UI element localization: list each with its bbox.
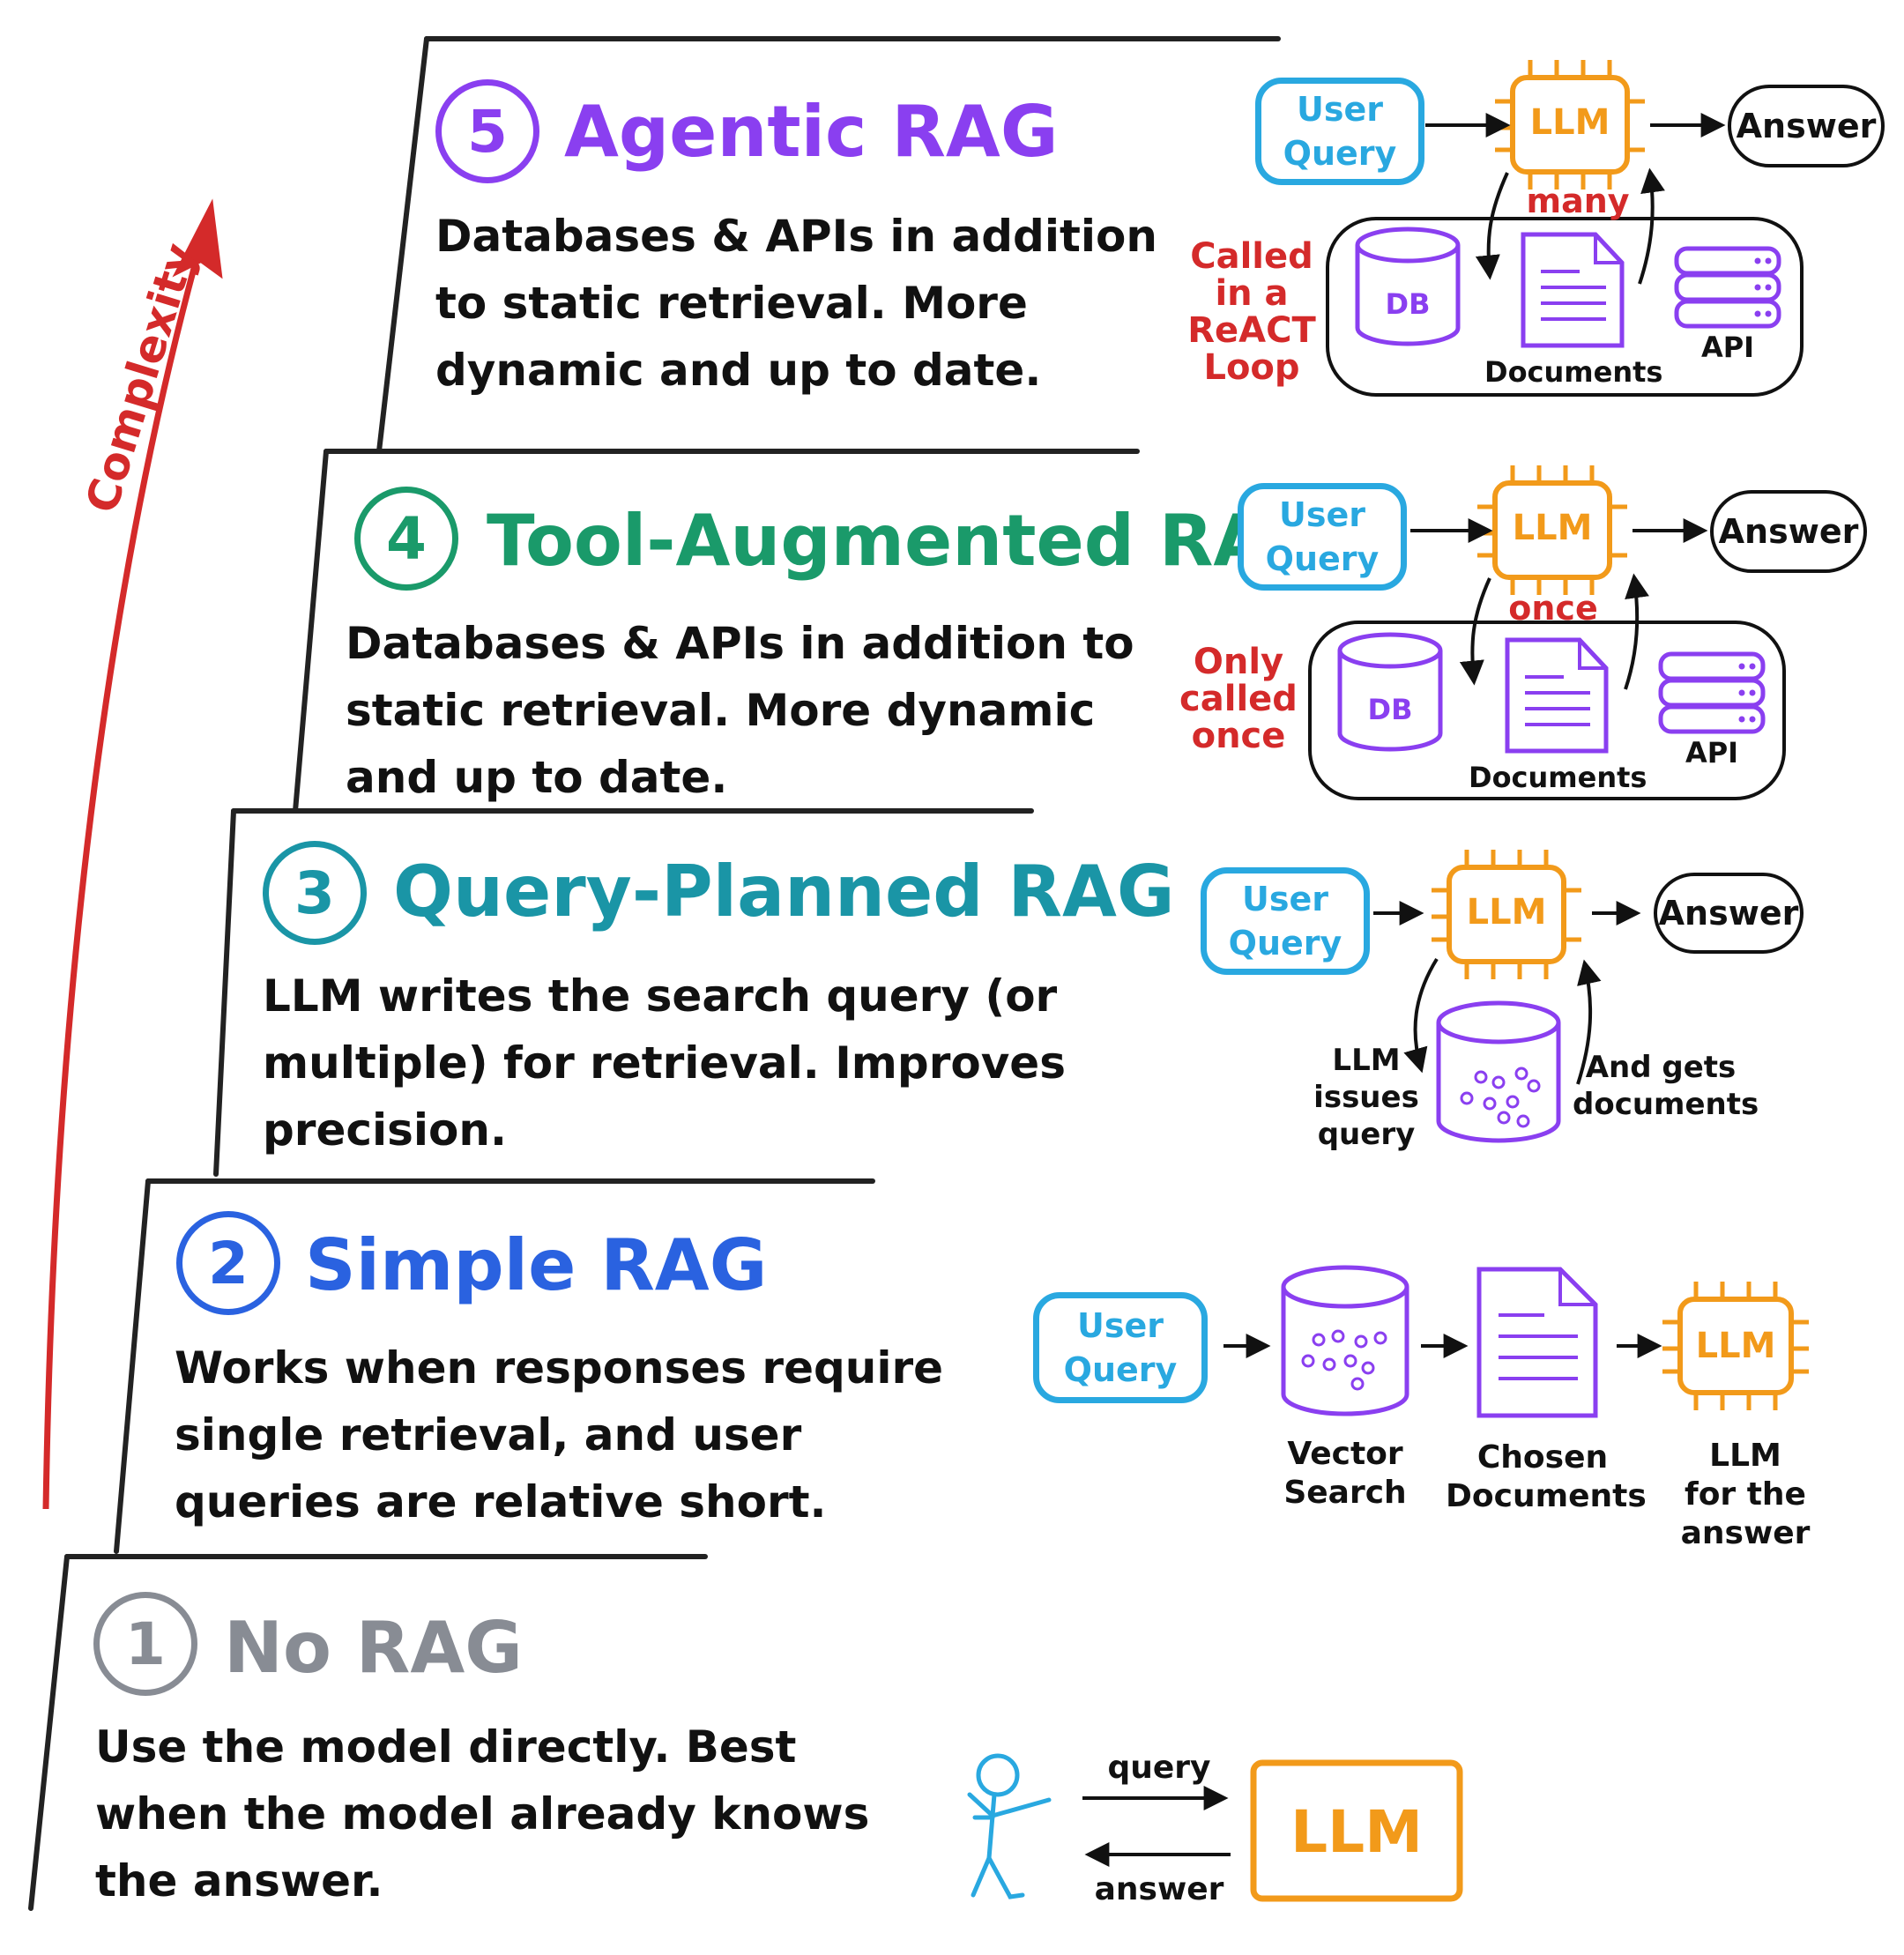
answer-cloud: Answer <box>1728 85 1885 167</box>
level-description: Databases & APIs in addition to static r… <box>435 211 1157 396</box>
level-number-badge: 5 <box>435 79 539 183</box>
api-label: API <box>1685 736 1739 769</box>
db-label: DB <box>1367 693 1413 726</box>
level-title: Agentic RAG <box>564 91 1059 173</box>
llm-chip-label: LLM <box>1695 1326 1776 1366</box>
llm-chip-label: LLM <box>1466 892 1547 933</box>
call-frequency-label: many <box>1526 182 1630 220</box>
answer-arrow-label: answer <box>1094 1871 1224 1907</box>
level-number-badge: 3 <box>263 841 367 945</box>
level-title: Simple RAG <box>305 1224 768 1306</box>
level-title: Query-Planned RAG <box>393 851 1175 933</box>
documents-label: Documents <box>1469 761 1647 794</box>
answer-cloud: Answer <box>1654 873 1804 954</box>
level-title: Tool-Augmented RAG <box>487 500 1326 582</box>
complexity-arrowhead <box>172 198 223 279</box>
llm-box-label: LLM <box>1290 1798 1423 1866</box>
level3-diagram-shapes <box>1373 850 1641 1143</box>
llm-chip-label: LLM <box>1529 102 1610 143</box>
level4-diagram-shapes <box>1308 465 1786 800</box>
answer-cloud: Answer <box>1710 490 1867 573</box>
level2-diagram-shapes <box>1223 1265 1809 1418</box>
stick-figure-icon <box>967 1753 1052 1899</box>
complexity-arrow <box>42 242 205 1510</box>
level-number-badge: 4 <box>354 487 458 591</box>
level-number-badge: 2 <box>176 1211 280 1315</box>
stair-lines <box>28 36 1281 1911</box>
level-description: Use the model directly. Best when the mo… <box>95 1721 870 1907</box>
call-frequency-label: once <box>1508 589 1598 628</box>
db-label: DB <box>1385 287 1431 321</box>
level-title: No RAG <box>224 1607 523 1689</box>
documents-label: Documents <box>1484 355 1663 389</box>
level1-diagram-shapes <box>967 1753 1463 1902</box>
level-description: Works when responses require single retr… <box>175 1342 944 1528</box>
query-arrow-label: query <box>1107 1750 1211 1786</box>
llm-chip-label: LLM <box>1512 508 1593 548</box>
level-description: LLM writes the search query (or multiple… <box>263 970 1066 1156</box>
level-description: Databases & APIs in addition to static r… <box>346 618 1134 803</box>
level5-diagram-shapes <box>1326 60 1804 397</box>
api-label: API <box>1700 331 1755 364</box>
level-number-badge: 1 <box>93 1592 197 1696</box>
